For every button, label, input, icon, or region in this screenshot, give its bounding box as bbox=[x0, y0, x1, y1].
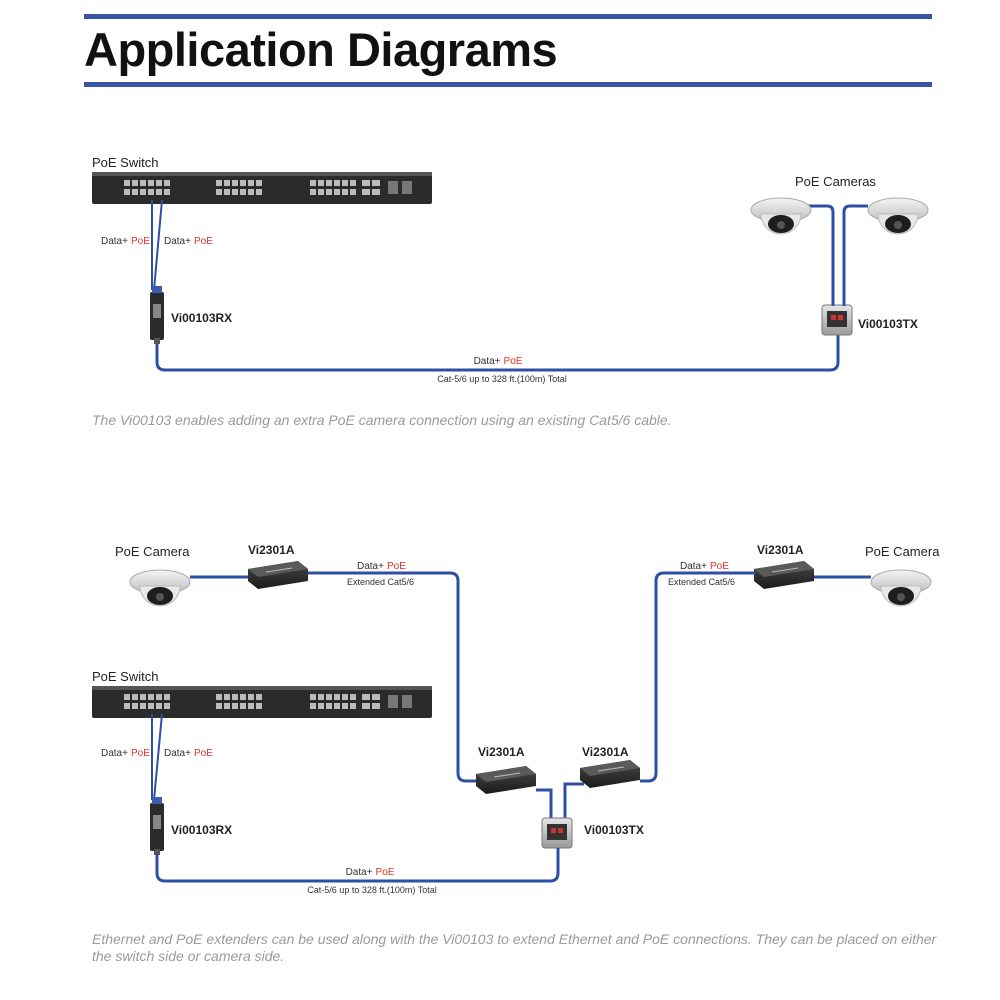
rx-label: Vi00103RX bbox=[171, 311, 232, 325]
ext-left-label: Data+PoE bbox=[357, 561, 406, 572]
page-title: Application Diagrams bbox=[84, 23, 558, 76]
extender-mid-left bbox=[475, 765, 537, 795]
poe-switch-device bbox=[92, 686, 432, 718]
extender-top-right-label: Vi2301A bbox=[757, 543, 804, 557]
mid-left-to-tx-cable bbox=[536, 788, 553, 820]
extender-mid-right bbox=[579, 759, 641, 789]
poe-camera-icon bbox=[129, 569, 191, 607]
poe-camera-icon bbox=[870, 569, 932, 607]
poe-camera-icon bbox=[750, 197, 812, 235]
camera-right-label: PoE Camera bbox=[865, 544, 940, 559]
link-right-label: Data+PoE bbox=[164, 236, 213, 247]
camera-left-label: PoE Camera bbox=[115, 544, 190, 559]
poe-camera-icon bbox=[867, 197, 929, 235]
diagram-2: PoE Camera PoE Camera Vi2301A Vi2301A Vi… bbox=[92, 543, 940, 895]
rx-label: Vi00103RX bbox=[171, 823, 232, 837]
header-bottom-rule bbox=[84, 82, 932, 87]
mid-right-to-tx-cable bbox=[563, 782, 584, 820]
main-cable bbox=[155, 848, 560, 883]
patch-cable-right bbox=[153, 713, 163, 801]
diagram-1: PoE Switch Data+PoE Data+PoE Vi00103RX V… bbox=[92, 155, 929, 384]
ext-right-note: Extended Cat5/6 bbox=[668, 577, 735, 587]
extended-cable-left bbox=[308, 571, 480, 783]
patch-cable-right bbox=[153, 199, 163, 291]
ext-left-note: Extended Cat5/6 bbox=[347, 577, 414, 587]
extender-mid-left-label: Vi2301A bbox=[478, 745, 525, 759]
extended-cable-right bbox=[640, 571, 756, 783]
poe-switch-device bbox=[92, 172, 432, 204]
cable-label: Data+PoE bbox=[346, 867, 395, 878]
extender-top-left bbox=[247, 560, 309, 590]
camera-cable-right bbox=[842, 204, 868, 306]
tx-device bbox=[541, 817, 573, 849]
switch-label: PoE Switch bbox=[92, 669, 158, 684]
tx-label: Vi00103TX bbox=[858, 317, 918, 331]
tx-label: Vi00103TX bbox=[584, 823, 644, 837]
caption-diagram-2: Ethernet and PoE extenders can be used a… bbox=[92, 931, 937, 964]
cable-note: Cat-5/6 up to 328 ft.(100m) Total bbox=[307, 885, 436, 895]
cameras-label: PoE Cameras bbox=[795, 174, 876, 189]
header-top-rule bbox=[84, 14, 932, 19]
switch-label: PoE Switch bbox=[92, 155, 158, 170]
cable-label: Data+PoE bbox=[474, 356, 523, 367]
tx-device bbox=[821, 304, 853, 336]
extender-top-left-label: Vi2301A bbox=[248, 543, 295, 557]
extender-top-right bbox=[753, 560, 815, 590]
main-cable bbox=[155, 334, 840, 372]
camera-cable-left bbox=[805, 204, 835, 306]
link-left-label: Data+PoE bbox=[101, 236, 150, 247]
rx-device bbox=[150, 286, 164, 344]
link-right-label: Data+PoE bbox=[164, 748, 213, 759]
ext-right-label: Data+PoE bbox=[680, 561, 729, 572]
rx-device bbox=[150, 797, 164, 855]
cable-note: Cat-5/6 up to 328 ft.(100m) Total bbox=[437, 374, 566, 384]
caption-diagram-1: The Vi00103 enables adding an extra PoE … bbox=[92, 412, 672, 428]
link-left-label: Data+PoE bbox=[101, 748, 150, 759]
extender-mid-right-label: Vi2301A bbox=[582, 745, 629, 759]
